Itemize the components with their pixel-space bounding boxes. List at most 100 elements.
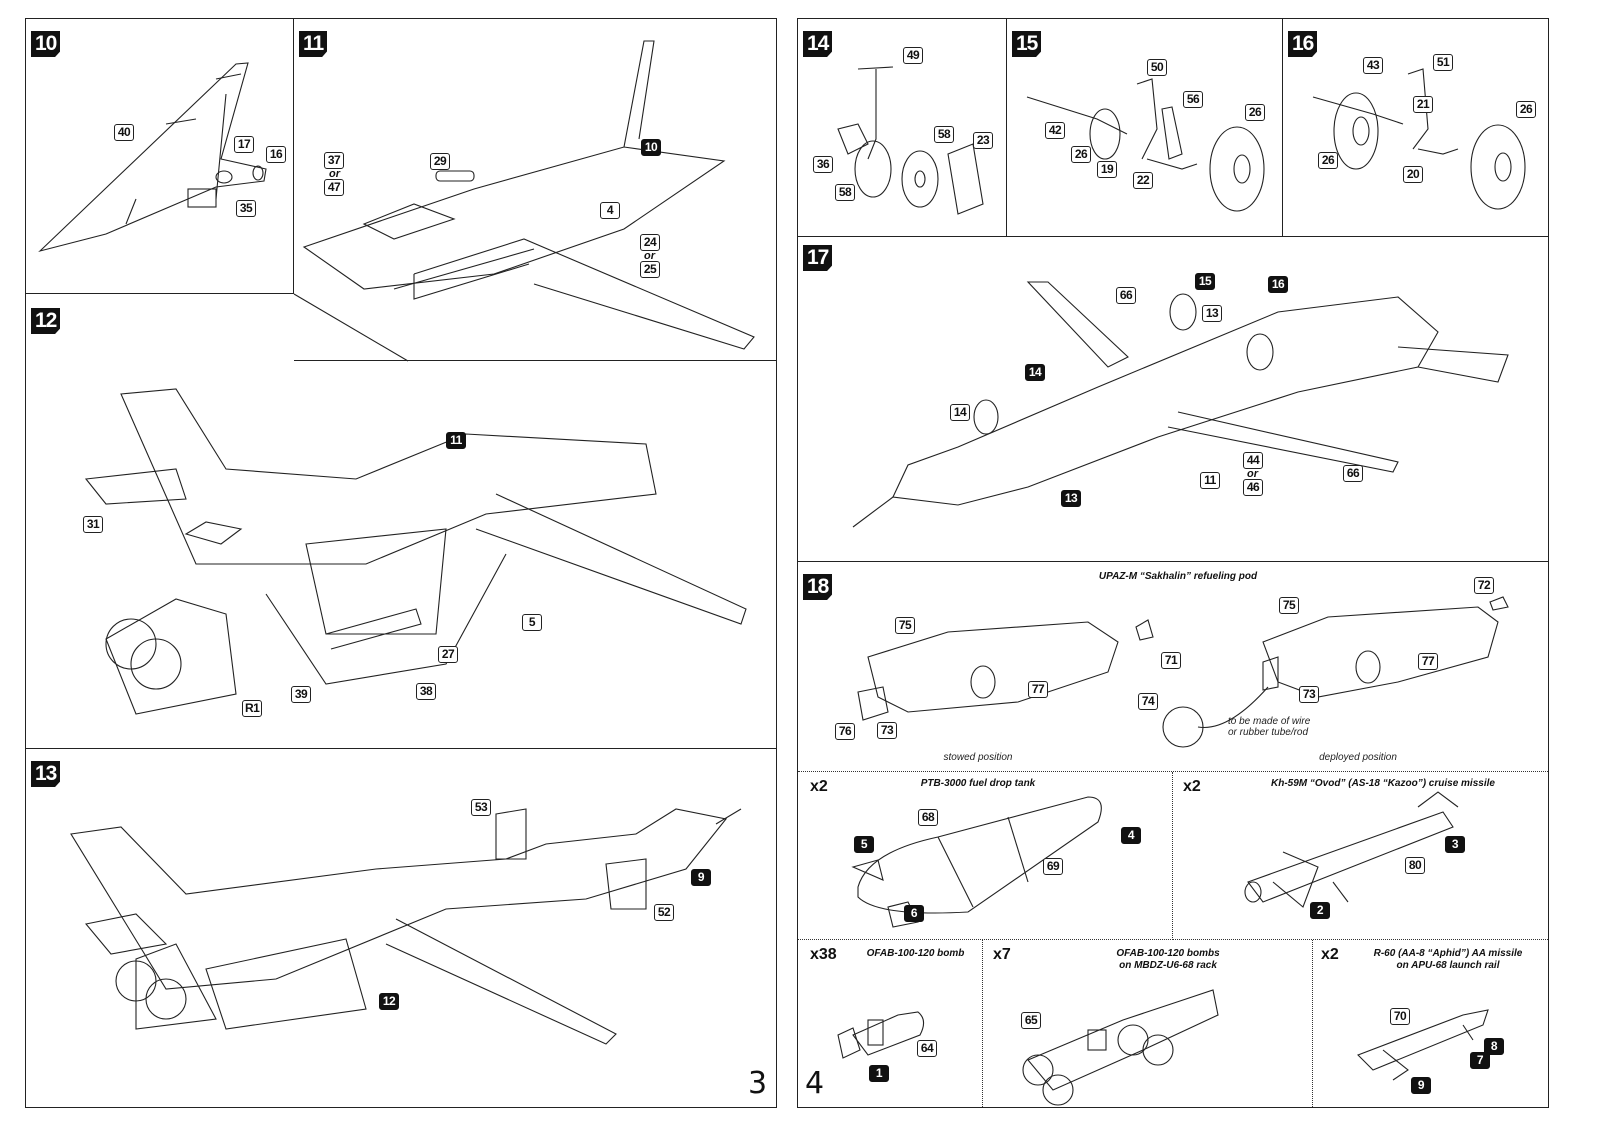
refueling-pod-title: UPAZ-M “Sakhalin” refueling pod (1098, 571, 1258, 582)
part-label: 17 (234, 136, 254, 153)
part-label: 66 (1116, 287, 1136, 304)
step-number-12: 12 (31, 308, 61, 334)
part-label: 35 (236, 200, 256, 217)
fuel-tank-drawing (851, 796, 1102, 928)
step-number-17: 17 (803, 245, 833, 271)
part-label-inverse: 2 (1310, 902, 1330, 919)
part-label: 56 (1183, 91, 1203, 108)
left-page: 10 40 17 16 35 11 37 or 47 29 10 4 24 (25, 18, 777, 1108)
part-label: 42 (1045, 122, 1065, 139)
step-number-18: 18 (803, 574, 833, 600)
part-label: 26 (1245, 104, 1265, 121)
step-11-panel: 11 37 or 47 29 10 4 24 or 25 (294, 19, 776, 361)
quantity-label: x2 (1183, 778, 1201, 795)
step-number-10: 10 (31, 31, 61, 57)
step-number-14: 14 (803, 31, 833, 57)
part-label: 27 (438, 646, 458, 663)
part-label: 38 (416, 683, 436, 700)
wire-note-line: to be made of wire (1228, 716, 1311, 727)
part-label: 64 (917, 1040, 937, 1057)
part-label: 71 (1161, 652, 1181, 669)
wire-note: to be made of wire or rubber tube/rod (1228, 716, 1328, 738)
part-label: 47 (324, 179, 344, 196)
part-label: 46 (1243, 479, 1263, 496)
part-label: 26 (1318, 152, 1338, 169)
part-label: 49 (903, 47, 923, 64)
part-label-inverse: 7 (1470, 1052, 1490, 1069)
part-label: 5 (522, 614, 542, 631)
part-label-inverse: 6 (904, 905, 924, 922)
vertical-tail-drawing (38, 62, 267, 253)
part-label: R1 (242, 700, 263, 717)
part-label: 75 (1279, 597, 1299, 614)
part-label: 23 (973, 132, 993, 149)
step-15-panel: 15 50 56 42 26 19 22 26 (1007, 19, 1283, 237)
step-17-panel: 17 66 15 16 13 14 14 11 44 or 46 13 66 (798, 237, 1548, 562)
step-14-panel: 14 49 36 58 58 23 (798, 19, 1007, 237)
part-label: 69 (1043, 858, 1063, 875)
main-gear-left-drawing (1026, 78, 1265, 212)
step-12-panel: 12 11 31 5 27 R1 39 38 (26, 293, 776, 749)
or-text: or (329, 168, 340, 180)
or-text: or (1247, 468, 1258, 480)
part-label: 26 (1071, 146, 1091, 163)
bomb-panel: x38 OFAB-100-120 bomb 64 1 (798, 940, 983, 1107)
part-label: 14 (950, 404, 970, 421)
part-label: 75 (895, 617, 915, 634)
part-label-inverse: 8 (1484, 1038, 1504, 1055)
step-16-panel: 16 43 51 21 26 26 20 (1283, 19, 1548, 237)
bomb-drawing (837, 1011, 925, 1059)
part-label: 52 (654, 904, 674, 921)
step-reference-label: 13 (1061, 490, 1081, 507)
store-title-line: on MBDZ-U6-68 rack (1119, 960, 1217, 971)
part-label: 72 (1474, 577, 1494, 594)
part-label: 65 (1021, 1012, 1041, 1029)
store-title: OFAB-100-120 bombs on MBDZ-U6-68 rack (1053, 948, 1283, 972)
quantity-label: x2 (1321, 946, 1339, 963)
step-number-13: 13 (31, 761, 61, 787)
fuselage-top-drawing (302, 40, 755, 350)
part-label-inverse: 4 (1121, 827, 1141, 844)
step-10-panel: 10 40 17 16 35 (26, 19, 294, 294)
part-label: 39 (291, 686, 311, 703)
aa-missile-panel: x2 R-60 (AA-8 “Aphid”) AA missile on APU… (1313, 940, 1548, 1107)
store-title-line: on APU-68 launch rail (1396, 960, 1500, 971)
part-label: 77 (1028, 681, 1048, 698)
part-label: 22 (1133, 172, 1153, 189)
main-gear-right-drawing (1312, 68, 1526, 210)
cruise-missile-drawing (1244, 791, 1459, 908)
part-label: 77 (1418, 653, 1438, 670)
step-reference-label: 15 (1195, 273, 1215, 290)
part-label: 40 (114, 124, 134, 141)
step-13-panel: 13 53 9 52 12 (26, 749, 776, 1107)
store-title: OFAB-100-120 bomb (866, 948, 965, 959)
right-page: 14 49 36 58 58 23 15 50 56 42 26 19 (797, 18, 1549, 1108)
step-reference-label: 14 (1025, 364, 1045, 381)
wire-note-line: or rubber tube/rod (1228, 727, 1309, 738)
page-number-right: 4 (805, 1066, 825, 1101)
step-reference-label: 16 (1268, 276, 1288, 293)
step-number-15: 15 (1012, 31, 1042, 57)
bomb-rack-drawing (1022, 989, 1219, 1106)
aircraft-gear-installation-drawing (852, 281, 1509, 528)
part-label: 43 (1363, 57, 1383, 74)
part-label: 21 (1413, 96, 1433, 113)
part-label: 58 (934, 126, 954, 143)
part-label: 19 (1097, 161, 1117, 178)
step-18-panel: 18 UPAZ-M “Sakhalin” refueling pod 75 71… (798, 562, 1548, 772)
part-label: 50 (1147, 59, 1167, 76)
part-label: 4 (600, 202, 620, 219)
part-label: 26 (1516, 101, 1536, 118)
store-title-line: R-60 (AA-8 “Aphid”) AA missile (1373, 948, 1523, 959)
part-label-inverse: 9 (1411, 1077, 1431, 1094)
aa-missile-drawing (1357, 1009, 1489, 1081)
fuel-tank-panel: x2 PTB-3000 fuel drop tank 68 5 4 69 6 (798, 772, 1173, 940)
cruise-missile-panel: x2 Kh-59M “Ovod” (AS-18 “Kazoo”) cruise … (1173, 772, 1548, 940)
step-number-11: 11 (299, 31, 328, 57)
store-title: PTB-3000 fuel drop tank (920, 778, 1036, 789)
part-label: 37 (324, 152, 344, 169)
store-title: R-60 (AA-8 “Aphid”) AA missile on APU-68… (1353, 948, 1543, 972)
part-label: 13 (1202, 305, 1222, 322)
step-reference-label: 9 (691, 869, 711, 886)
part-label: 20 (1403, 166, 1423, 183)
